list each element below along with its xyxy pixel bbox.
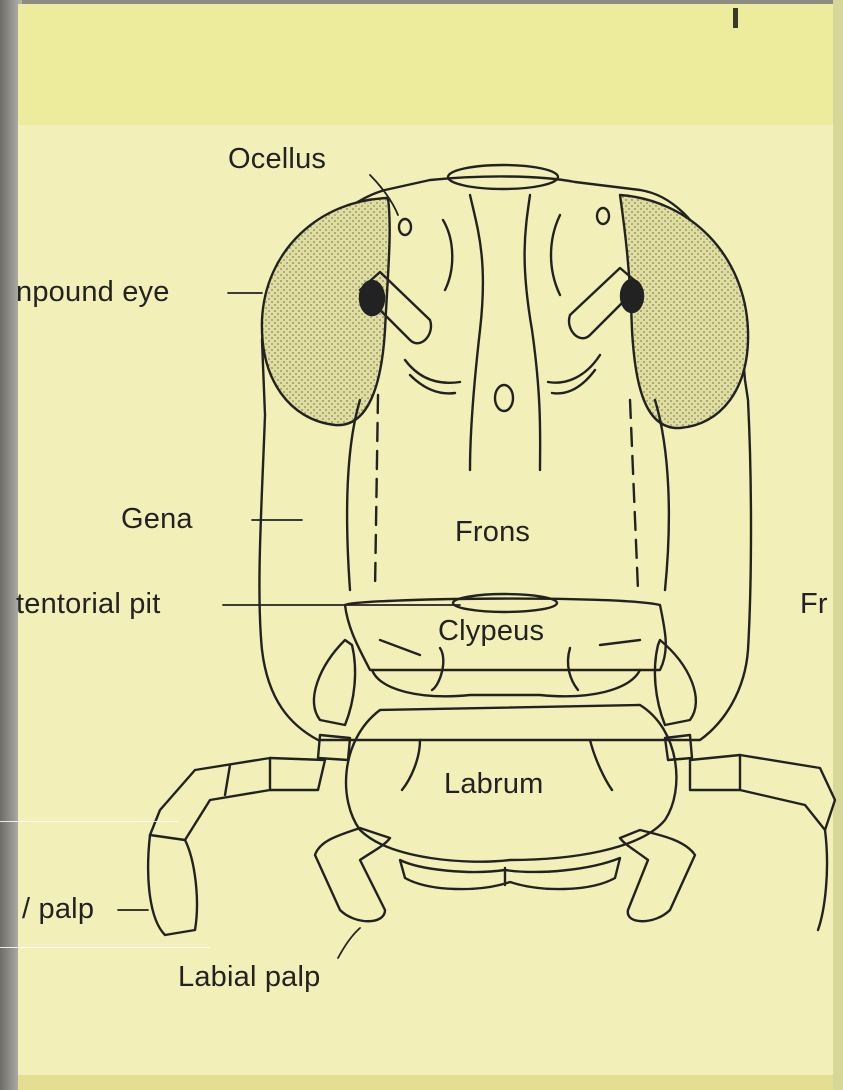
label-labial-palp: Labial palp xyxy=(178,961,321,994)
scan-line-upper xyxy=(0,821,178,822)
scan-line-lower xyxy=(0,947,210,948)
left-dashed-suture xyxy=(375,395,378,590)
label-frons-right-cut: Fr xyxy=(800,588,828,621)
label-tentorial-pit: tentorial pit xyxy=(16,588,160,621)
frontal-ridge-right xyxy=(525,195,541,470)
right-compound-eye xyxy=(620,195,748,428)
label-ocellus: Ocellus xyxy=(228,143,326,176)
mandibles xyxy=(400,858,620,889)
left-maxillary-palp xyxy=(150,758,325,840)
label-maxillary-palp: / palp xyxy=(22,893,94,926)
right-maxillary-palp xyxy=(690,755,835,830)
right-ocellus xyxy=(597,208,609,224)
label-clypeus: Clypeus xyxy=(438,615,544,648)
label-labrum: Labrum xyxy=(444,768,544,801)
left-ocellus xyxy=(399,219,411,235)
right-dashed-suture xyxy=(630,400,638,590)
median-ocellus xyxy=(495,385,513,411)
frontal-ridge-left xyxy=(470,195,483,470)
leader-labial-palp xyxy=(338,928,360,958)
label-gena: Gena xyxy=(121,503,193,536)
right-labial-palp xyxy=(620,830,695,921)
label-frons: Frons xyxy=(455,516,530,549)
label-compound-eye: npound eye xyxy=(16,276,170,309)
